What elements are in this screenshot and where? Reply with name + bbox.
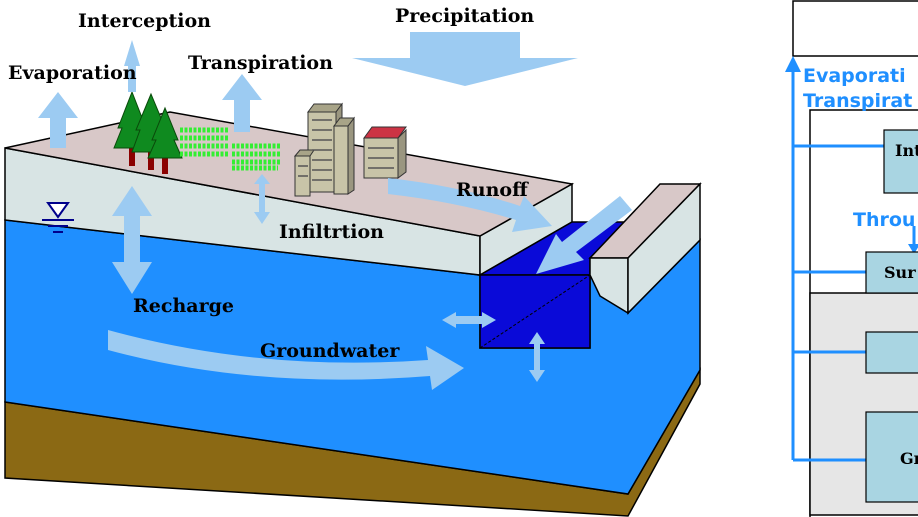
exchange-arrow-vertical [529,332,545,382]
flowchart-panel: Evaporati Transpirat Throu Int Sur Gr [785,0,918,517]
runoff-label: Runoff [456,179,529,201]
evaporation-arrowhead [785,56,801,72]
interception-box [883,129,918,194]
groundwater-box [865,411,918,503]
right-bank-side [627,182,701,315]
tree-icon [113,90,183,174]
throughfall-label: Throu [853,209,915,231]
right-bank-face [589,257,629,315]
house-icon [363,126,407,179]
groundwater-arrow [108,330,464,390]
groundwater-box-label: Gr [900,449,918,468]
exchange-arrow-horizontal [442,312,496,328]
runoff-arrow [388,178,552,232]
building-icon [293,102,355,197]
recharge-label: Recharge [133,295,234,317]
interception-box-label: Int [895,141,918,160]
water-table-icon [42,202,74,233]
surface-box-label: Sur [884,263,916,282]
infiltration-label: Infiltrtion [279,221,384,243]
transpiration-label: Transpiration [188,52,333,74]
transpiration-flow-label: Transpirat [803,90,912,112]
interception-label: Interception [78,10,211,32]
block-diagram: Interception Precipitation Evaporation T… [4,5,702,517]
interception-arrow [124,40,140,92]
stream-arrow [536,196,632,274]
groundwater-label: Groundwater [260,340,400,362]
flow-arrows [38,32,632,390]
surface-box [865,251,918,294]
evapotranspiration-lines [791,68,916,462]
precipitation-box [792,0,918,57]
crop-icon [180,127,280,171]
evaporation-arrow [38,92,78,148]
infiltration-arrow [254,174,270,224]
soil-box [865,331,918,374]
precipitation-arrow [352,32,578,86]
evaporation-label: Evaporation [8,62,137,84]
transpiration-arrow [222,74,262,132]
precipitation-label: Precipitation [395,5,534,27]
recharge-arrow [112,186,152,294]
evaporation-flow-label: Evaporati [803,65,906,87]
